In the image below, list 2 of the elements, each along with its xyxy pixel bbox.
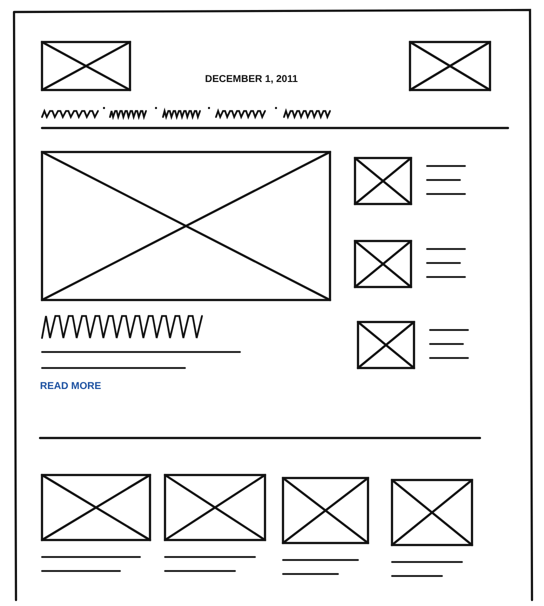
date-text: DECEMBER 1, 2011 — [205, 74, 298, 85]
read-more-link: READ MORE — [40, 381, 102, 392]
